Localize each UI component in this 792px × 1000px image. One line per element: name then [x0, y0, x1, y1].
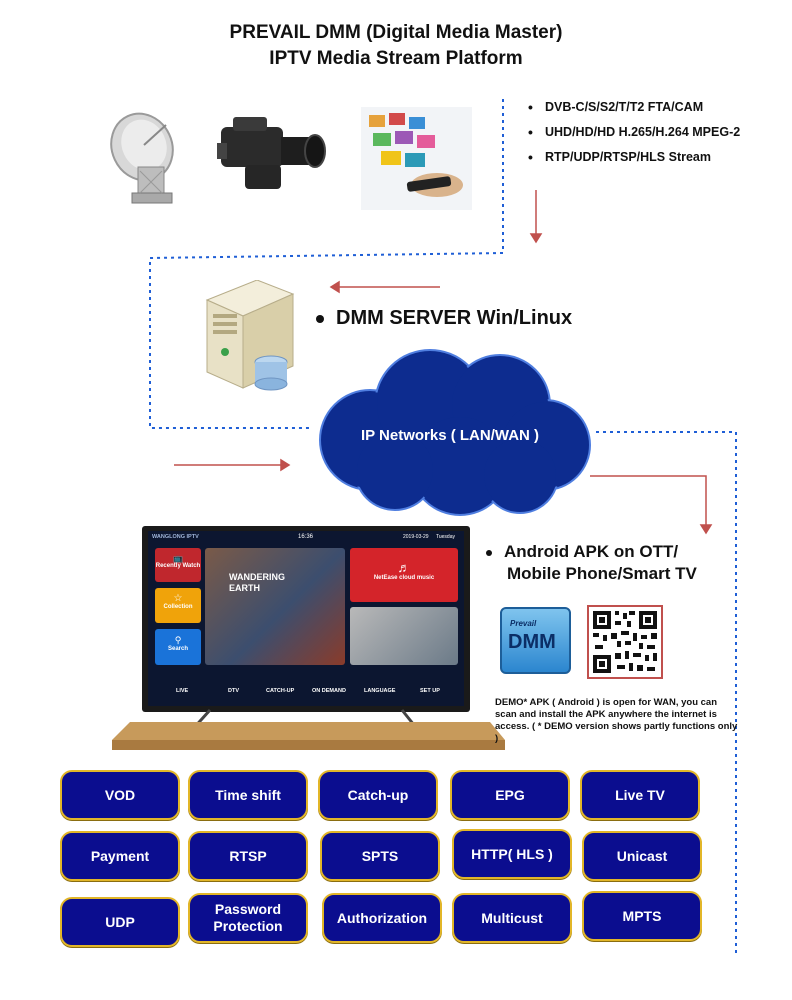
qr-code-icon[interactable] — [587, 605, 663, 679]
feature-mpts: MPTS — [582, 891, 702, 941]
android-label: Android APK on OTT/ Mobile Phone/Smart T… — [486, 541, 697, 585]
feature-password-protection: Password Protection — [188, 893, 308, 943]
tv-nav-ondemand: ON DEMAND — [312, 688, 346, 694]
tv-tile-music-label: NetEase cloud music — [373, 575, 435, 581]
feature-time-shift: Time shift — [188, 770, 308, 820]
dmm-app-logo-main: DMM — [508, 631, 556, 653]
arrow-to-android — [590, 475, 707, 526]
server-label: DMM SERVER Win/Linux — [316, 307, 572, 330]
input-format-list: DVB-C/S/S2/T/T2 FTA/CAM UHD/HD/HD H.265/… — [528, 99, 740, 175]
feature-unicast: Unicast — [582, 831, 702, 881]
tv-date: 2019-03-29 — [403, 534, 429, 540]
tv-nav-live: LIVE — [176, 688, 189, 694]
tv-nav-dtv: DTV — [228, 688, 239, 694]
input-format-item: RTP/UDP/RTSP/HLS Stream — [528, 149, 740, 165]
title-line-2: IPTV Media Stream Platform — [269, 48, 523, 69]
search-icon: ⚲ — [174, 635, 182, 645]
tv-tile-featured — [350, 607, 458, 665]
input-format-item: UHD/HD/HD H.265/H.264 MPEG-2 — [528, 124, 740, 140]
feature-payment: Payment — [60, 831, 180, 881]
tv-screen: WANGLONG IPTV 16:36 2019-03-29 Tuesday 📺… — [148, 531, 464, 706]
dashed-connector-right — [596, 431, 737, 955]
tv-tile-recent: 📺 Recently Watch — [155, 548, 201, 582]
android-label-line2: Mobile Phone/Smart TV — [507, 564, 697, 583]
feature-authorization: Authorization — [322, 893, 442, 943]
tv-nav-language: LANGUAGE — [364, 688, 396, 694]
feature-http-hls: HTTP( HLS ) — [452, 829, 572, 879]
feature-live-tv: Live TV — [580, 770, 700, 820]
arrow-head — [699, 524, 713, 535]
feature-catch-up: Catch-up — [318, 770, 438, 820]
tv-nav-catchup: CATCH-UP — [266, 688, 295, 694]
digital-media-icon — [361, 107, 472, 210]
feature-udp: UDP — [60, 897, 180, 947]
tv-tile-music: ♬ NetEase cloud music — [350, 548, 458, 602]
feature-vod: VOD — [60, 770, 180, 820]
tv-tile-search: ⚲ Search — [155, 629, 201, 665]
satellite-dish-icon — [104, 105, 188, 210]
tv-nav-setup: SET UP — [420, 688, 440, 694]
arrow-head — [329, 280, 340, 294]
tv-tile-collection-label: Collection — [163, 604, 193, 610]
input-format-item: DVB-C/S/S2/T/T2 FTA/CAM — [528, 99, 740, 115]
dmm-app-logo: Prevail DMM — [500, 607, 571, 674]
dashed-connector-left — [149, 99, 504, 429]
network-label: IP Networks ( LAN/WAN ) — [360, 427, 540, 444]
feature-epg: EPG — [450, 770, 570, 820]
server-label-text: DMM SERVER Win/Linux — [336, 307, 573, 329]
tv-tile-collection: ☆ Collection — [155, 588, 201, 623]
arrow-head — [280, 458, 291, 472]
tv-tile-recent-label: Recently Watch — [155, 563, 201, 569]
tv-icon: 📺 — [173, 554, 183, 563]
android-label-line1: Android APK on OTT/ — [504, 542, 679, 561]
feature-multicust: Multicust — [452, 893, 572, 943]
network-cloud — [300, 345, 600, 520]
server-icon — [197, 279, 297, 392]
feature-spts: SPTS — [320, 831, 440, 881]
arrow-head — [529, 233, 543, 244]
tv-time: 16:36 — [298, 534, 314, 540]
tv-stand — [112, 708, 505, 750]
video-camera-icon — [215, 113, 327, 198]
feature-rtsp: RTSP — [188, 831, 308, 881]
tv-movie-poster: WANDERING EARTH — [205, 548, 345, 665]
music-icon: ♬ — [397, 560, 411, 575]
star-icon: ☆ — [173, 593, 183, 604]
tv-movie-title-1: WANDERING — [229, 572, 285, 582]
tv-day: Tuesday — [436, 534, 455, 540]
tv-brand: WANGLONG IPTV — [152, 534, 199, 540]
title-line-1: PREVAIL DMM (Digital Media Master) — [229, 22, 563, 43]
dmm-app-logo-top: Prevail — [510, 619, 537, 628]
tv-tile-search-label: Search — [167, 646, 188, 652]
tv-movie-title-2: EARTH — [229, 583, 260, 593]
demo-note: DEMO* APK ( Android ) is open for WAN, y… — [495, 697, 738, 744]
